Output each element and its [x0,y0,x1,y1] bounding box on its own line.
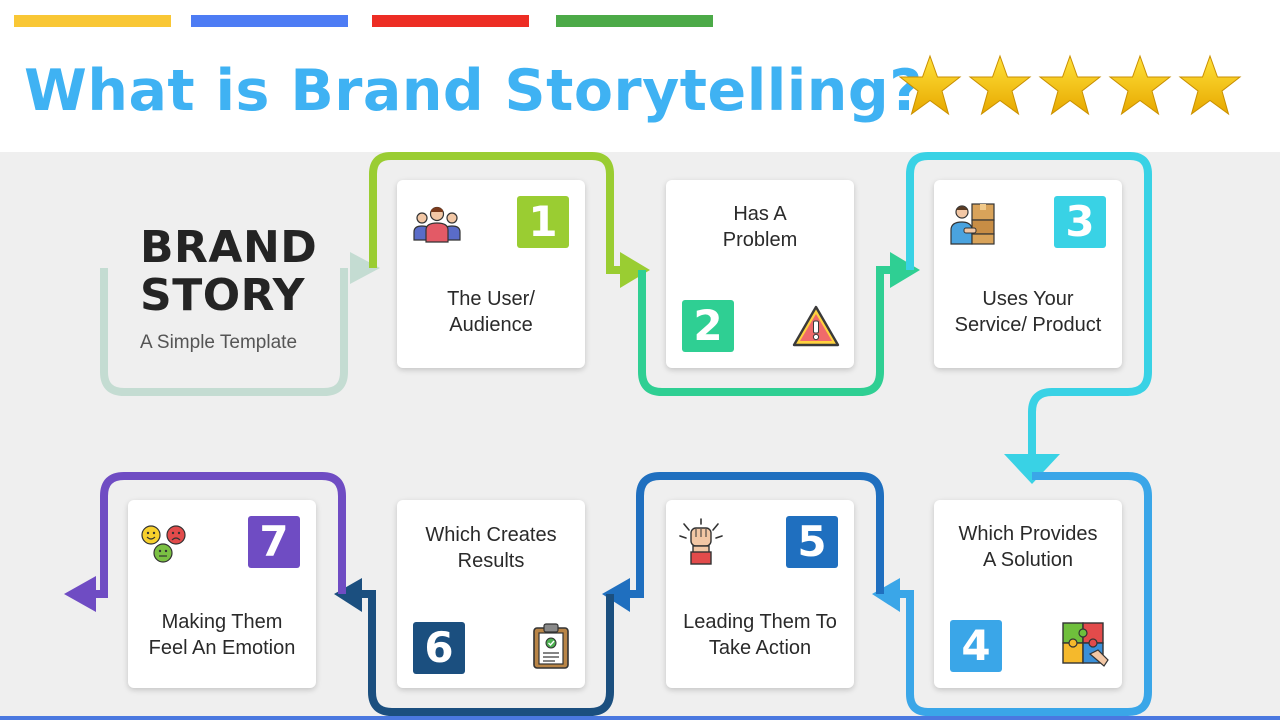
connector-3 [906,152,1152,456]
top-bar-green [556,15,713,27]
step-card-2: Has A Problem 2 [666,180,854,368]
bottom-border-line [0,716,1280,720]
connector-1-arrow [620,252,650,288]
emotion-faces-icon [141,525,186,563]
step-text-4-line2: A Solution [982,549,1074,571]
step-text-5-line2: Take Action [708,637,812,659]
step-number-2: 2 [682,300,734,352]
connector-2 [638,266,892,396]
step-text-2-line1: Has A [733,203,787,225]
step-number-7: 7 [248,516,300,568]
step-text-1-line2: Audience [449,314,533,336]
brand-subtitle: A Simple Template [140,332,298,353]
step-card-5: 5 Leading Them To Take Action [666,500,854,688]
connector-6 [358,590,614,716]
connector-intro-arrow [350,252,380,284]
brand-story-intro: BRAND STORY A Simple Template [140,224,340,354]
step-card-6: Which Creates Results 6 [397,500,585,688]
step-text-6-line1: Which Creates [425,524,557,546]
puzzle-icon [1062,622,1109,667]
clipboard-icon [533,623,569,669]
connector-5 [628,472,884,598]
connector-4 [896,472,1152,716]
step-card-7: 7 Making Them Feel An Emotion [128,500,316,688]
page-title: What is Brand Storytelling? [24,58,923,124]
step-text-7-line1: Making Them [161,611,283,633]
brand-title-line2: STORY [140,270,305,321]
connector-3-arrow [1004,454,1060,484]
step-text-1-line1: The User/ [447,288,535,310]
step-text-6-line2: Results [457,550,525,572]
connector-1 [369,152,622,274]
step-text-3-line1: Uses Your [982,288,1074,310]
step-card-1: 1 The User/ Audience [397,180,585,368]
top-bar-yellow [14,15,171,27]
step-card-3: 3 Uses Your Service/ Product [934,180,1122,368]
step-text-2-line2: Problem [722,229,798,251]
top-bar-blue [191,15,348,27]
connector-7-arrow [64,576,96,612]
step-number-1: 1 [517,196,569,248]
connector-4-arrow [872,578,900,612]
brand-title-line1: BRAND [140,222,318,273]
top-bar-red [372,15,529,27]
step-number-6: 6 [413,622,465,674]
people-icon [413,206,461,243]
step-text-4-line1: Which Provides [958,523,1098,545]
delivery-person-icon [950,203,995,245]
step-text-5-line1: Leading Them To [683,611,837,633]
raised-fist-icon [679,518,723,565]
step-number-3: 3 [1054,196,1106,248]
step-number-4: 4 [950,620,1002,672]
warning-icon [792,305,840,347]
step-number-5: 5 [786,516,838,568]
connector-2-arrow [890,252,920,288]
step-card-4: Which Provides A Solution 4 [934,500,1122,688]
step-text-7-line2: Feel An Emotion [148,637,296,659]
connector-5-arrow [602,578,630,612]
connector-7 [92,472,346,598]
connector-intro [100,268,348,396]
step-text-3-line2: Service/ Product [954,314,1102,336]
connector-6-arrow [334,578,362,612]
